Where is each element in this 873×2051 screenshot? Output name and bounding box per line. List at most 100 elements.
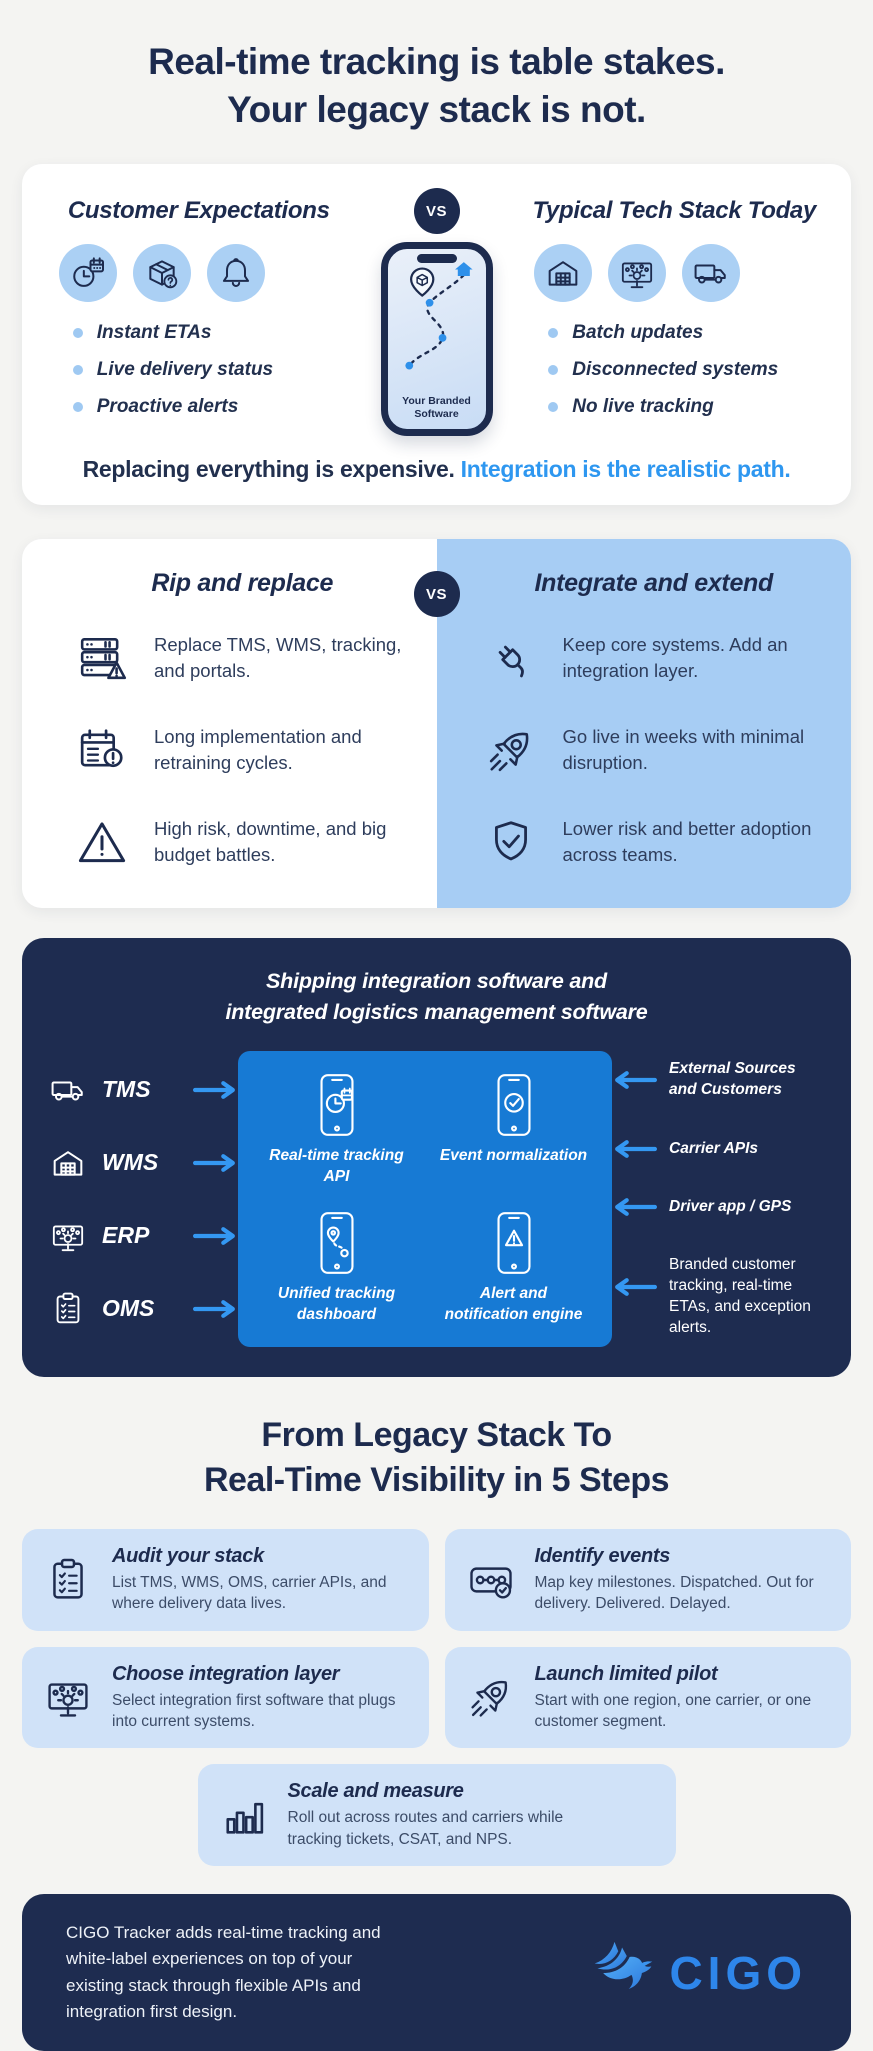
truck-icon — [48, 1070, 88, 1110]
bullet-dot-icon — [72, 365, 83, 376]
output-label: External Sources and Customers — [669, 1060, 796, 1099]
tech-stack-column: Typical Tech Stack Today Batch updates D… — [512, 188, 838, 436]
arrow-left-icon — [609, 1197, 659, 1217]
step-card-identify-events: Identify events Map key milestones. Disp… — [444, 1528, 851, 1631]
compare-item-text: Long implementation and retraining cycle… — [154, 725, 362, 774]
branded-app-phone-mockup: Your Branded Software — [380, 242, 493, 437]
compare-item-text: Lower risk and better adoption across te… — [562, 817, 812, 866]
package-pin-icon — [409, 267, 434, 298]
step-card-choose-integration-layer: Choose integration layer Select integrat… — [22, 1646, 429, 1749]
bullet-dot-icon — [72, 402, 83, 413]
phone-alert-icon — [494, 1211, 534, 1275]
clipboard-check-icon — [42, 1554, 94, 1606]
output-row: Driver app / GPS — [617, 1197, 825, 1218]
core-module-label: Event normalization — [439, 1147, 588, 1165]
connected-systems-icon — [608, 244, 667, 303]
integrate-and-extend-heading: Integrate and extend — [534, 569, 774, 598]
expectations-center-column: VS Your Branded Software — [362, 188, 512, 437]
core-module: Real-time tracking API — [248, 1073, 425, 1187]
step-content: Identify events Map key milestones. Disp… — [535, 1545, 832, 1615]
step-content: Audit your stack List TMS, WMS, OMS, car… — [112, 1545, 409, 1615]
arrow-left-icon — [609, 1277, 659, 1297]
output-label: Carrier APIs — [669, 1139, 759, 1157]
package-question-icon — [132, 244, 191, 303]
bullet-item: No live tracking — [548, 396, 778, 418]
system-row: TMS — [48, 1070, 233, 1110]
step-content: Scale and measure Roll out across routes… — [288, 1780, 618, 1850]
page-title-line1: Real-time tracking is table stakes. — [148, 41, 725, 82]
step-description: Roll out across routes and carriers whil… — [287, 1809, 564, 1848]
footer-card: CIGO Tracker adds real-time tracking and… — [22, 1894, 851, 2051]
tech-stack-body: Batch updates Disconnected systems No li… — [534, 244, 814, 418]
step-description: Map key milestones. Dispatched. Out for … — [534, 1573, 814, 1613]
phone-clock-icon — [317, 1073, 357, 1137]
cigo-logo-text: CIGO — [669, 1946, 807, 1999]
expectations-grid: Customer Expectations Instant ETAs Live … — [36, 188, 838, 437]
output-row: Carrier APIs — [617, 1139, 825, 1160]
vs-badge: VS — [413, 188, 460, 235]
caption-blue-text: Integration is the realistic path. — [460, 456, 791, 483]
customer-expectations-heading: Customer Expectations — [67, 197, 330, 225]
page-title: Real-time tracking is table stakes. Your… — [22, 38, 851, 134]
bullet-item: Batch updates — [548, 322, 778, 344]
diagram-title-line2: integrated logistics management software — [225, 999, 648, 1024]
system-label: WMS — [102, 1149, 159, 1176]
rocket-icon — [483, 722, 539, 778]
compare-item-text: Replace TMS, WMS, tracking, and portals. — [154, 633, 402, 682]
bullet-dot-icon — [548, 365, 559, 376]
bullet-dot-icon — [72, 328, 83, 339]
step-content: Launch limited pilot Start with one regi… — [535, 1663, 832, 1733]
connected-systems-icon — [48, 1216, 88, 1256]
shield-check-icon — [483, 814, 539, 870]
compare-item: Long implementation and retraining cycle… — [74, 722, 411, 778]
vs-badge: VS — [413, 571, 460, 618]
cigo-logo: CIGO — [585, 1939, 807, 2007]
rocket-icon — [465, 1671, 517, 1723]
customer-icon-row — [58, 244, 265, 303]
truck-icon — [682, 244, 741, 303]
bar-chart-icon — [218, 1789, 270, 1841]
integrate-and-extend-items: Keep core systems. Add an integration la… — [483, 630, 826, 870]
core-module-label: Alert and notification engine — [444, 1285, 583, 1323]
step-description: List TMS, WMS, OMS, carrier APIs, and wh… — [112, 1573, 387, 1613]
arrow-left-icon — [609, 1070, 659, 1090]
clipboard-icon — [48, 1289, 88, 1329]
compare-item-text: High risk, downtime, and big budget batt… — [154, 817, 387, 866]
compare-item: Lower risk and better adoption across te… — [483, 814, 826, 870]
step-card-launch-limited-pilot: Launch limited pilot Start with one regi… — [444, 1646, 851, 1749]
step-title: Identify events — [534, 1544, 671, 1567]
integrate-and-extend-panel: Integrate and extend Keep core systems. … — [436, 539, 851, 909]
warehouse-icon — [534, 244, 593, 303]
customer-expectations-column: Customer Expectations Instant ETAs Live … — [36, 188, 362, 436]
compare-item-text: Go live in weeks with minimal disruption… — [562, 725, 805, 774]
compare-item-text: Keep core systems. Add an integration la… — [562, 633, 788, 682]
rip-and-replace-items: Replace TMS, WMS, tracking, and portals.… — [74, 630, 411, 870]
arrow-right-icon — [191, 1153, 241, 1173]
customer-bullets: Instant ETAs Live delivery status Proact… — [59, 322, 273, 418]
bell-icon — [206, 244, 265, 303]
step-card-scale-and-measure: Scale and measure Roll out across routes… — [197, 1764, 676, 1867]
steps-grid: Audit your stack List TMS, WMS, OMS, car… — [22, 1528, 851, 1749]
diagram-title: Shipping integration software and integr… — [48, 966, 825, 1027]
system-row: OMS — [48, 1289, 233, 1329]
connected-systems-icon — [42, 1671, 94, 1723]
step-title: Choose integration layer — [112, 1662, 340, 1685]
milestones-icon — [465, 1554, 517, 1606]
tech-stack-heading: Typical Tech Stack Today — [532, 197, 817, 225]
clock-calendar-icon — [58, 244, 117, 303]
diagram-title-line1: Shipping integration software and — [266, 969, 607, 994]
calendar-warning-icon — [74, 722, 130, 778]
compare-item: Go live in weeks with minimal disruption… — [483, 722, 826, 778]
plug-icon — [483, 630, 539, 686]
system-row: ERP — [48, 1216, 233, 1256]
step-card-audit-your-stack: Audit your stack List TMS, WMS, OMS, car… — [22, 1528, 429, 1631]
steps-title-line1: From Legacy Stack To — [261, 1416, 612, 1455]
core-module: Alert and notification engine — [425, 1211, 602, 1325]
step-title: Audit your stack — [112, 1544, 264, 1567]
arrow-right-icon — [191, 1226, 241, 1246]
core-module: Unified tracking dashboard — [248, 1211, 425, 1325]
bullet-label: Proactive alerts — [96, 396, 239, 418]
warning-triangle-icon — [74, 814, 130, 870]
step-description: Select integration first software that p… — [112, 1691, 396, 1730]
